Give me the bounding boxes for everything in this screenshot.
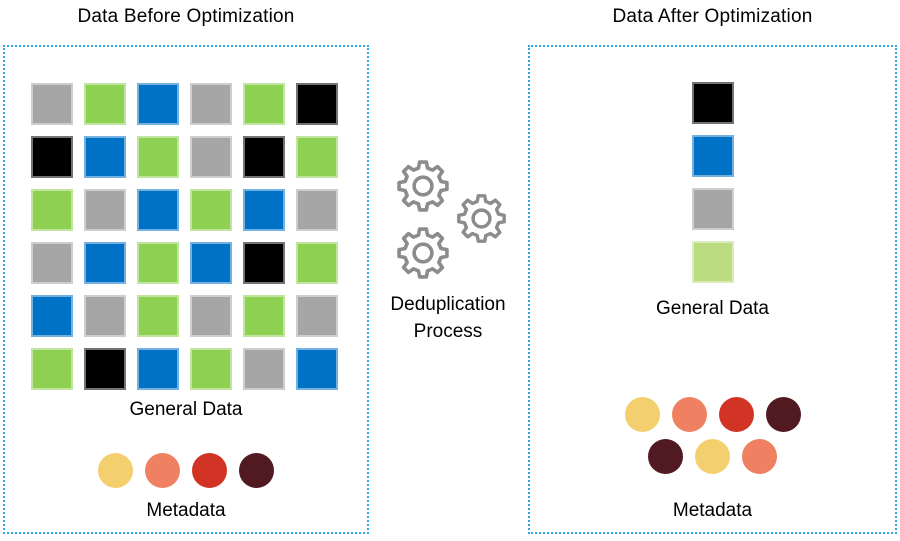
- square-black: [84, 348, 126, 390]
- square-blue: [691, 135, 734, 177]
- square-lightgreen: [691, 241, 734, 283]
- square-green: [84, 83, 126, 125]
- square-gray: [296, 295, 338, 337]
- square-gray: [31, 242, 73, 284]
- right-metadata-circles-row2: [530, 439, 895, 474]
- gear-icon: [397, 227, 449, 279]
- square-black: [243, 136, 285, 178]
- circle-maroon: [239, 453, 274, 488]
- right-general-data-label: General Data: [655, 298, 769, 319]
- gear-icon: [457, 194, 506, 243]
- circle-salmon: [671, 397, 707, 432]
- data-after-panel: General Data Metadata: [528, 45, 897, 534]
- square-gray: [243, 348, 285, 390]
- square-green: [137, 136, 179, 178]
- circle-salmon: [145, 453, 180, 488]
- square-green: [243, 295, 285, 337]
- square-gray: [190, 136, 232, 178]
- circle-maroon: [648, 439, 683, 474]
- square-black: [296, 83, 338, 125]
- square-blue: [84, 136, 126, 178]
- square-gray: [31, 83, 73, 125]
- left-metadata-label: Metadata: [146, 500, 226, 521]
- square-green: [31, 348, 73, 390]
- square-gray: [691, 188, 734, 230]
- circle-red: [192, 453, 227, 488]
- deduplication-process: Deduplication Process: [368, 45, 528, 534]
- right-metadata-label: Metadata: [672, 500, 753, 521]
- right-panel-title: Data After Optimization: [612, 6, 813, 27]
- square-gray: [84, 295, 126, 337]
- square-green: [243, 83, 285, 125]
- square-green: [137, 295, 179, 337]
- circle-yellow: [624, 397, 660, 432]
- square-blue: [137, 189, 179, 231]
- square-green: [31, 189, 73, 231]
- circle-salmon: [742, 439, 777, 474]
- process-label: Deduplication Process: [368, 291, 528, 345]
- square-green: [190, 189, 232, 231]
- left-general-data-label: General Data: [129, 399, 243, 420]
- left-metadata-circles: [5, 453, 367, 488]
- square-blue: [296, 348, 338, 390]
- circle-maroon: [765, 397, 801, 432]
- square-green: [296, 242, 338, 284]
- process-label-line2: Process: [413, 321, 483, 342]
- square-gray: [84, 189, 126, 231]
- square-blue: [190, 242, 232, 284]
- left-panel-title: Data Before Optimization: [77, 6, 295, 27]
- process-label-line1: Deduplication: [390, 294, 506, 315]
- square-green: [190, 348, 232, 390]
- data-before-panel: General Data Metadata: [3, 45, 369, 534]
- general-data-grid: [31, 83, 338, 390]
- square-blue: [31, 295, 73, 337]
- square-black: [691, 82, 734, 124]
- square-black: [31, 136, 73, 178]
- square-blue: [137, 83, 179, 125]
- square-blue: [84, 242, 126, 284]
- circle-yellow: [695, 439, 730, 474]
- deduplicated-data-stack: [530, 82, 895, 283]
- square-gray: [190, 295, 232, 337]
- square-green: [296, 136, 338, 178]
- gear-icon: [397, 160, 449, 212]
- square-blue: [137, 348, 179, 390]
- circle-red: [718, 397, 754, 432]
- square-green: [137, 242, 179, 284]
- circle-yellow: [98, 453, 133, 488]
- square-gray: [296, 189, 338, 231]
- square-gray: [190, 83, 232, 125]
- square-blue: [243, 189, 285, 231]
- square-black: [243, 242, 285, 284]
- right-metadata-circles-row1: [530, 397, 895, 432]
